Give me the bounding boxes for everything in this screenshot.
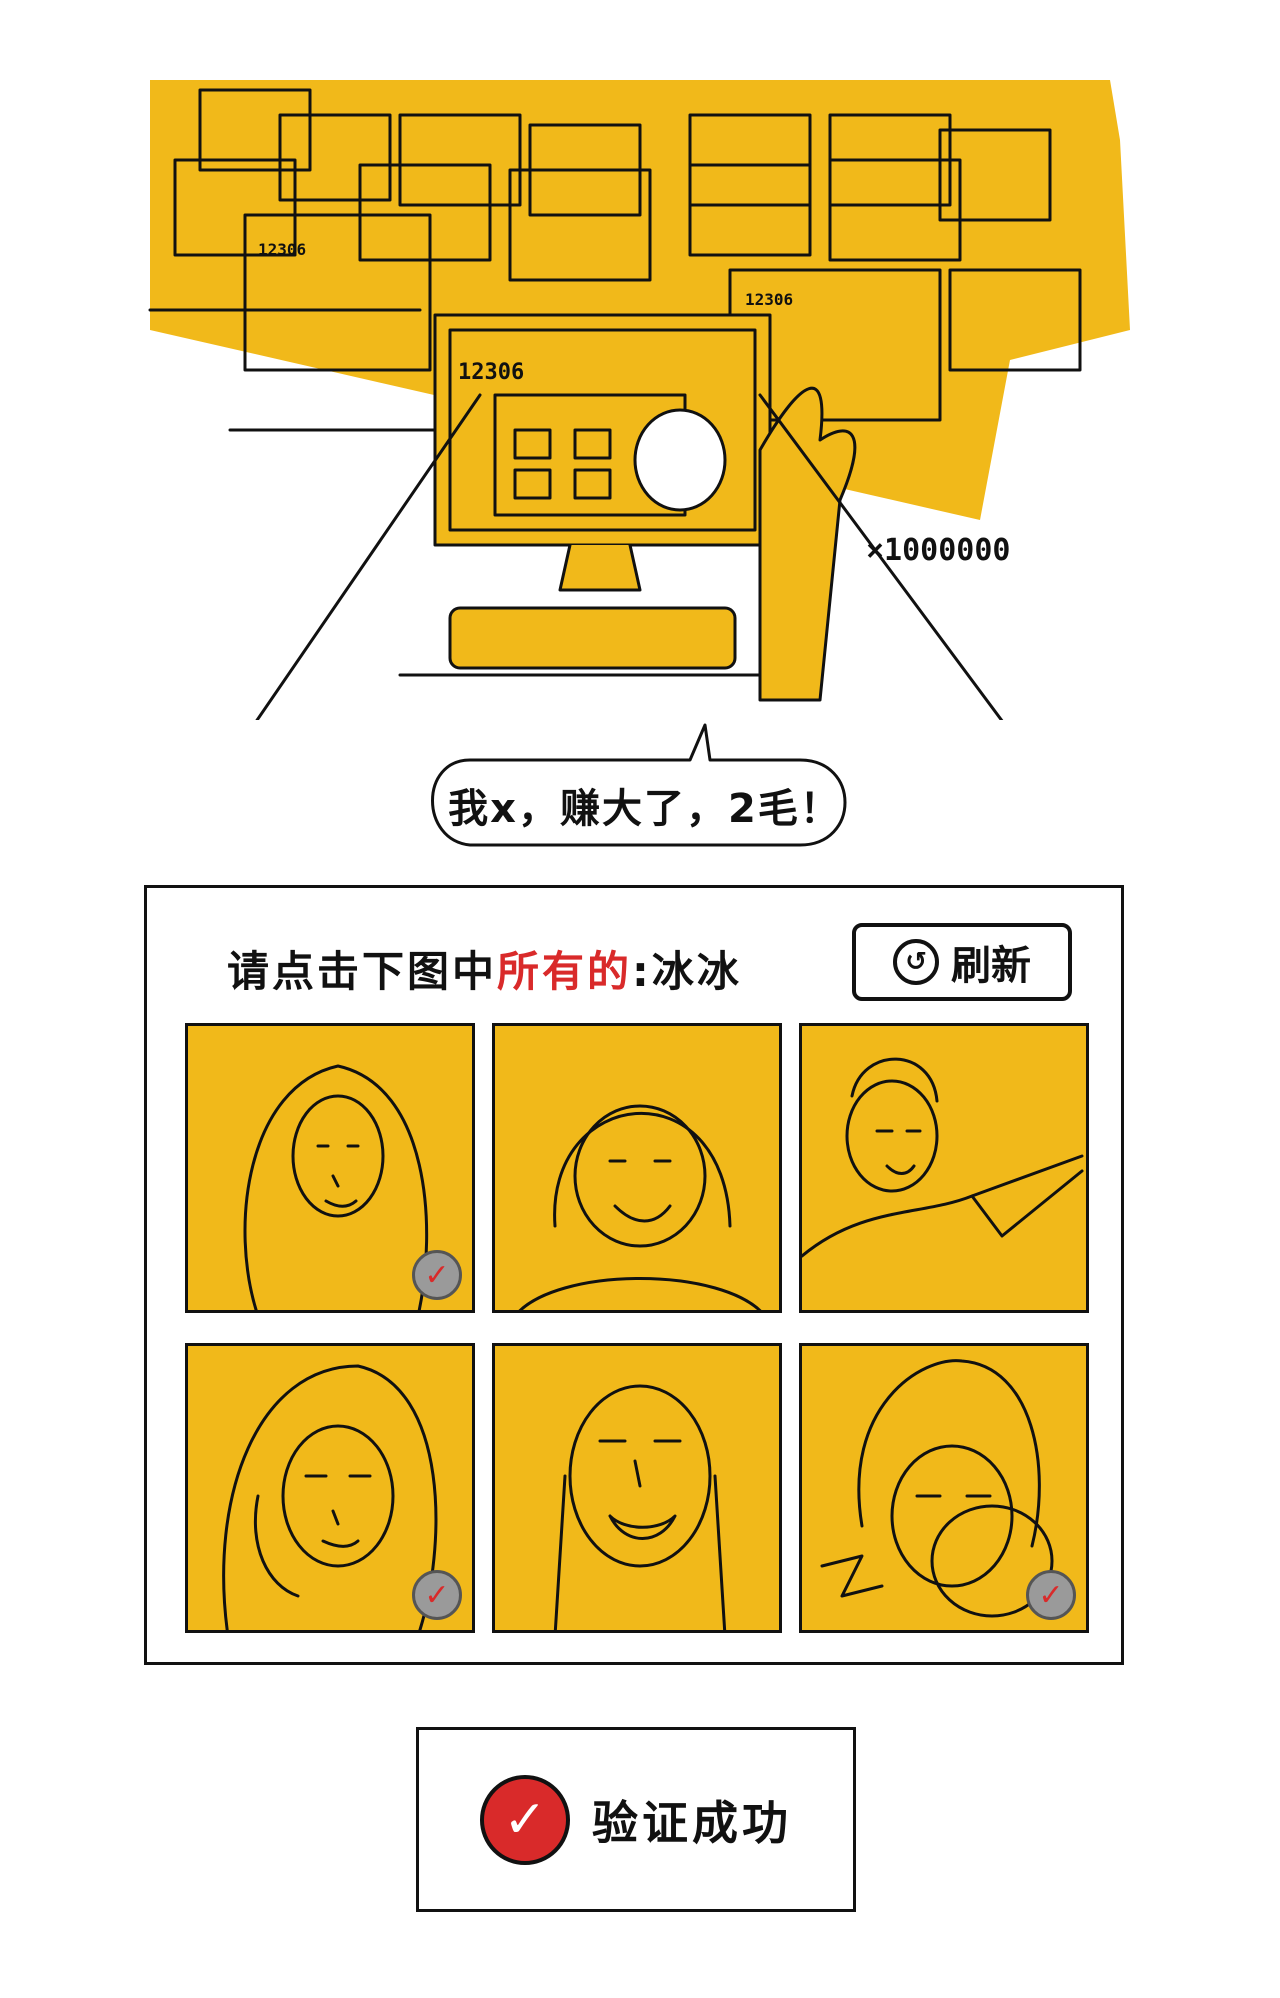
prompt-suffix: :冰冰 (632, 947, 742, 996)
portrait-woman-hand-on-cheek (222, 1364, 438, 1630)
back-monitor-label-text: 12306 (258, 240, 307, 259)
captcha-panel: 请点击下图中所有的:冰冰 ↺ 刷新 ✓ ✓ (144, 885, 1124, 1665)
tile-check-mark: ✓ (412, 1570, 462, 1620)
speech-bubble-shape (431, 723, 847, 847)
success-text: 验证成功 (592, 1795, 792, 1850)
portrait-woman-updo (820, 1359, 1054, 1618)
captcha-tile-4[interactable]: ✓ (185, 1343, 475, 1633)
tile-check-mark: ✓ (412, 1250, 462, 1300)
refresh-button[interactable]: ↺ 刷新 (852, 923, 1072, 1001)
captcha-tile-1[interactable]: ✓ (185, 1023, 475, 1313)
refresh-icon: ↺ (893, 939, 939, 985)
tile-check-mark: ✓ (1026, 1570, 1076, 1620)
portrait-smiling-woman (518, 1104, 762, 1310)
captcha-tile-2[interactable] (492, 1023, 782, 1313)
refresh-label: 刷新 (951, 943, 1031, 989)
front-monitor-label-text: 12306 (458, 360, 525, 385)
verification-result: ✓ 验证成功 (416, 1727, 856, 1912)
captcha-tile-5[interactable] (492, 1343, 782, 1633)
prompt-prefix: 请点击下图中 (227, 947, 498, 996)
captcha-tile-6[interactable]: ✓ (799, 1343, 1089, 1633)
portrait-woman-long-hair (243, 1064, 429, 1310)
multiplier-label: ×1000000 (866, 533, 1011, 568)
portrait-man-pointing (802, 1057, 1084, 1258)
prompt-highlight: 所有的 (497, 947, 633, 996)
side-monitor-label-text: 12306 (745, 290, 794, 309)
captcha-prompt: 请点击下图中所有的:冰冰 (227, 938, 742, 999)
monitor-wall-illustration (148, 80, 1130, 720)
speech-bubble-text: 我x，赚大了，2毛！ (448, 786, 842, 832)
portrait-man-braids (553, 1384, 727, 1630)
success-check-icon: ✓ (480, 1774, 570, 1865)
captcha-tile-3[interactable] (799, 1023, 1089, 1313)
